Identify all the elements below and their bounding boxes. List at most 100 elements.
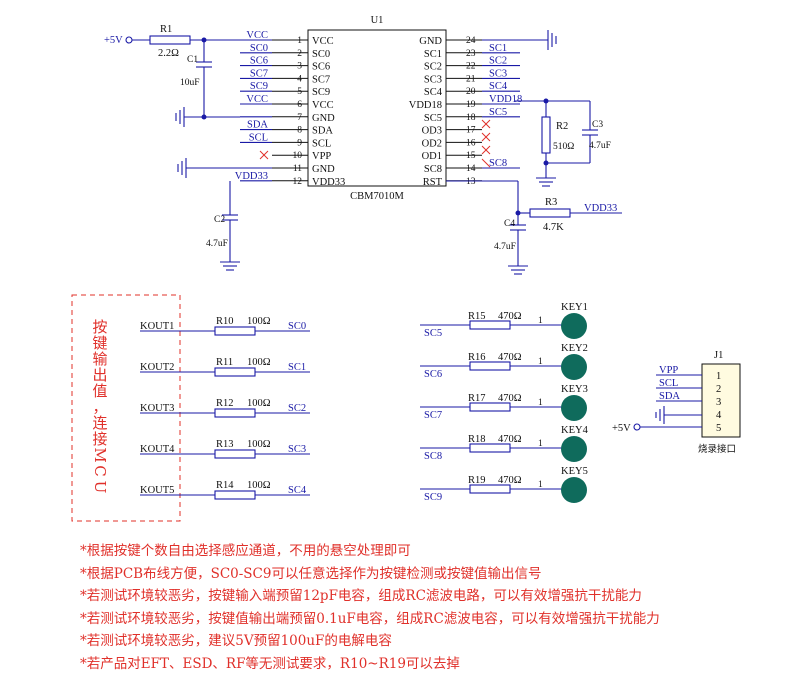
u1-pin-number: 13 xyxy=(466,177,476,187)
u1-net-label: SC9 xyxy=(250,81,268,92)
key-label: KEY2 xyxy=(561,343,588,354)
key-resistor xyxy=(469,484,511,494)
key-resistor-ref: R17 xyxy=(468,393,486,404)
u1-pin-number: 9 xyxy=(297,138,302,148)
u1-pin-name: VCC xyxy=(312,36,334,47)
u1-pin-number: 20 xyxy=(466,87,476,97)
kout-title-char: 接 xyxy=(92,430,107,448)
kout-resistor-ref: R10 xyxy=(216,316,234,327)
key-net-label: SC5 xyxy=(424,328,442,339)
j1-net-label: SCL xyxy=(659,378,678,389)
r1-resistor xyxy=(149,35,191,45)
key-resistor xyxy=(469,361,511,371)
u1-part: CBM7010M xyxy=(350,191,404,202)
kout-net-label: SC0 xyxy=(288,321,306,332)
u1-pin-name: SCL xyxy=(312,138,331,149)
key-pin-number: 1 xyxy=(538,480,543,490)
kout-title-char: 输 xyxy=(92,350,107,368)
key-resistor xyxy=(469,320,511,330)
r3-resistor xyxy=(529,208,571,218)
u1-pin-number: 10 xyxy=(293,151,303,161)
touch-key-pad xyxy=(561,436,587,462)
r2-ref: R2 xyxy=(556,121,568,132)
u1-body xyxy=(307,29,447,187)
key-pin-number: 1 xyxy=(538,357,543,367)
u1-pin-name: OD2 xyxy=(422,138,442,149)
c1-ref: C1 xyxy=(187,55,198,65)
note-item: *根据按键个数自由选择感应通道，不用的悬空处理即可 xyxy=(80,543,411,559)
u1-net-label: SC7 xyxy=(250,68,268,79)
u1-pin-number: 21 xyxy=(466,74,476,84)
note-item: *若测试环境较恶劣，按键值输出端预留0.1uF电容，组成RC滤波电容，可以有效增… xyxy=(80,610,660,627)
u1-pin-number: 4 xyxy=(297,74,302,84)
kout-net-label: SC4 xyxy=(288,485,307,496)
key-resistor-value: 470Ω xyxy=(498,434,522,445)
u1-pin-name: SC2 xyxy=(424,62,442,73)
kout-title-char: 按 xyxy=(92,318,107,336)
u1-pin-name: SC3 xyxy=(424,74,442,85)
u1-pin-number: 1 xyxy=(297,36,302,46)
kout-resistor xyxy=(214,449,256,459)
u1-pin-name: VDD18 xyxy=(409,100,442,111)
u1-pin-number: 12 xyxy=(293,177,303,187)
no-connect-marks xyxy=(481,119,491,168)
u1-pin-name: VDD33 xyxy=(312,177,345,188)
u1-pin-name: SDA xyxy=(312,126,333,137)
u1-pin-number: 3 xyxy=(297,62,302,72)
c3-value: 4.7uF xyxy=(589,141,611,151)
touch-key-pad xyxy=(561,477,587,503)
j1-body xyxy=(701,363,741,438)
note-item: *若产品对EFT、ESD、RF等无测试要求，R10~R19可以去掉 xyxy=(80,655,460,672)
kout-resistor-value: 100Ω xyxy=(247,439,271,450)
kout-resistor-value: 100Ω xyxy=(247,398,271,409)
kout-resistor xyxy=(214,408,256,418)
kout-net-label: SC3 xyxy=(288,444,306,455)
c1-value: 10uF xyxy=(180,78,200,88)
u1-pin-name: SC8 xyxy=(424,164,442,175)
key-label: KEY1 xyxy=(561,302,588,313)
u1-net-label: SC4 xyxy=(489,81,508,92)
key-resistor-ref: R18 xyxy=(468,434,486,445)
kout-resistor-value: 100Ω xyxy=(247,316,271,327)
r1-ref: R1 xyxy=(160,24,172,35)
j1-net-label: SDA xyxy=(659,391,680,402)
r3-ref: R3 xyxy=(545,197,557,208)
key-resistor-ref: R16 xyxy=(468,352,486,363)
touch-key-pad xyxy=(561,395,587,421)
v5-label: +5V xyxy=(104,35,123,46)
kout-resistor-ref: R13 xyxy=(216,439,234,450)
u1-net-label: VCC xyxy=(246,30,268,41)
c3-ref: C3 xyxy=(592,120,603,130)
kout-group-box xyxy=(71,294,181,522)
key-label: KEY5 xyxy=(561,466,588,477)
u1-pin-name: SC4 xyxy=(424,87,443,98)
u1-pin-number: 7 xyxy=(297,113,302,123)
key-resistor-value: 470Ω xyxy=(498,475,522,486)
u1-pin-number: 23 xyxy=(466,49,476,59)
u1-pin-name: SC6 xyxy=(312,62,330,73)
j1-v5-label: +5V xyxy=(612,423,631,434)
c4-ref: C4 xyxy=(504,219,515,229)
u1-pin-name: GND xyxy=(419,36,442,47)
r1-value: 2.2Ω xyxy=(158,48,179,59)
key-label: KEY4 xyxy=(561,425,589,436)
r3-value: 4.7K xyxy=(543,222,564,233)
u1-pin-name: SC1 xyxy=(424,49,442,60)
u1-net-label: SC3 xyxy=(489,68,507,79)
r2-value: 510Ω xyxy=(553,142,574,152)
j1-pin-number: 5 xyxy=(716,423,721,434)
key-pin-number: 1 xyxy=(538,398,543,408)
u1-net-label: SC6 xyxy=(250,56,268,67)
kout-title-char: M xyxy=(91,447,109,462)
key-pin-number: 1 xyxy=(538,439,543,449)
u1-net-label: VDD33 xyxy=(235,171,268,182)
kout-resistor xyxy=(214,490,256,500)
key-resistor-value: 470Ω xyxy=(498,352,522,363)
kout-title-char: 键 xyxy=(92,334,107,352)
kout-title-char: C xyxy=(91,465,109,476)
u1-pin-name: SC7 xyxy=(312,74,330,85)
kout-resistor-value: 100Ω xyxy=(247,357,271,368)
